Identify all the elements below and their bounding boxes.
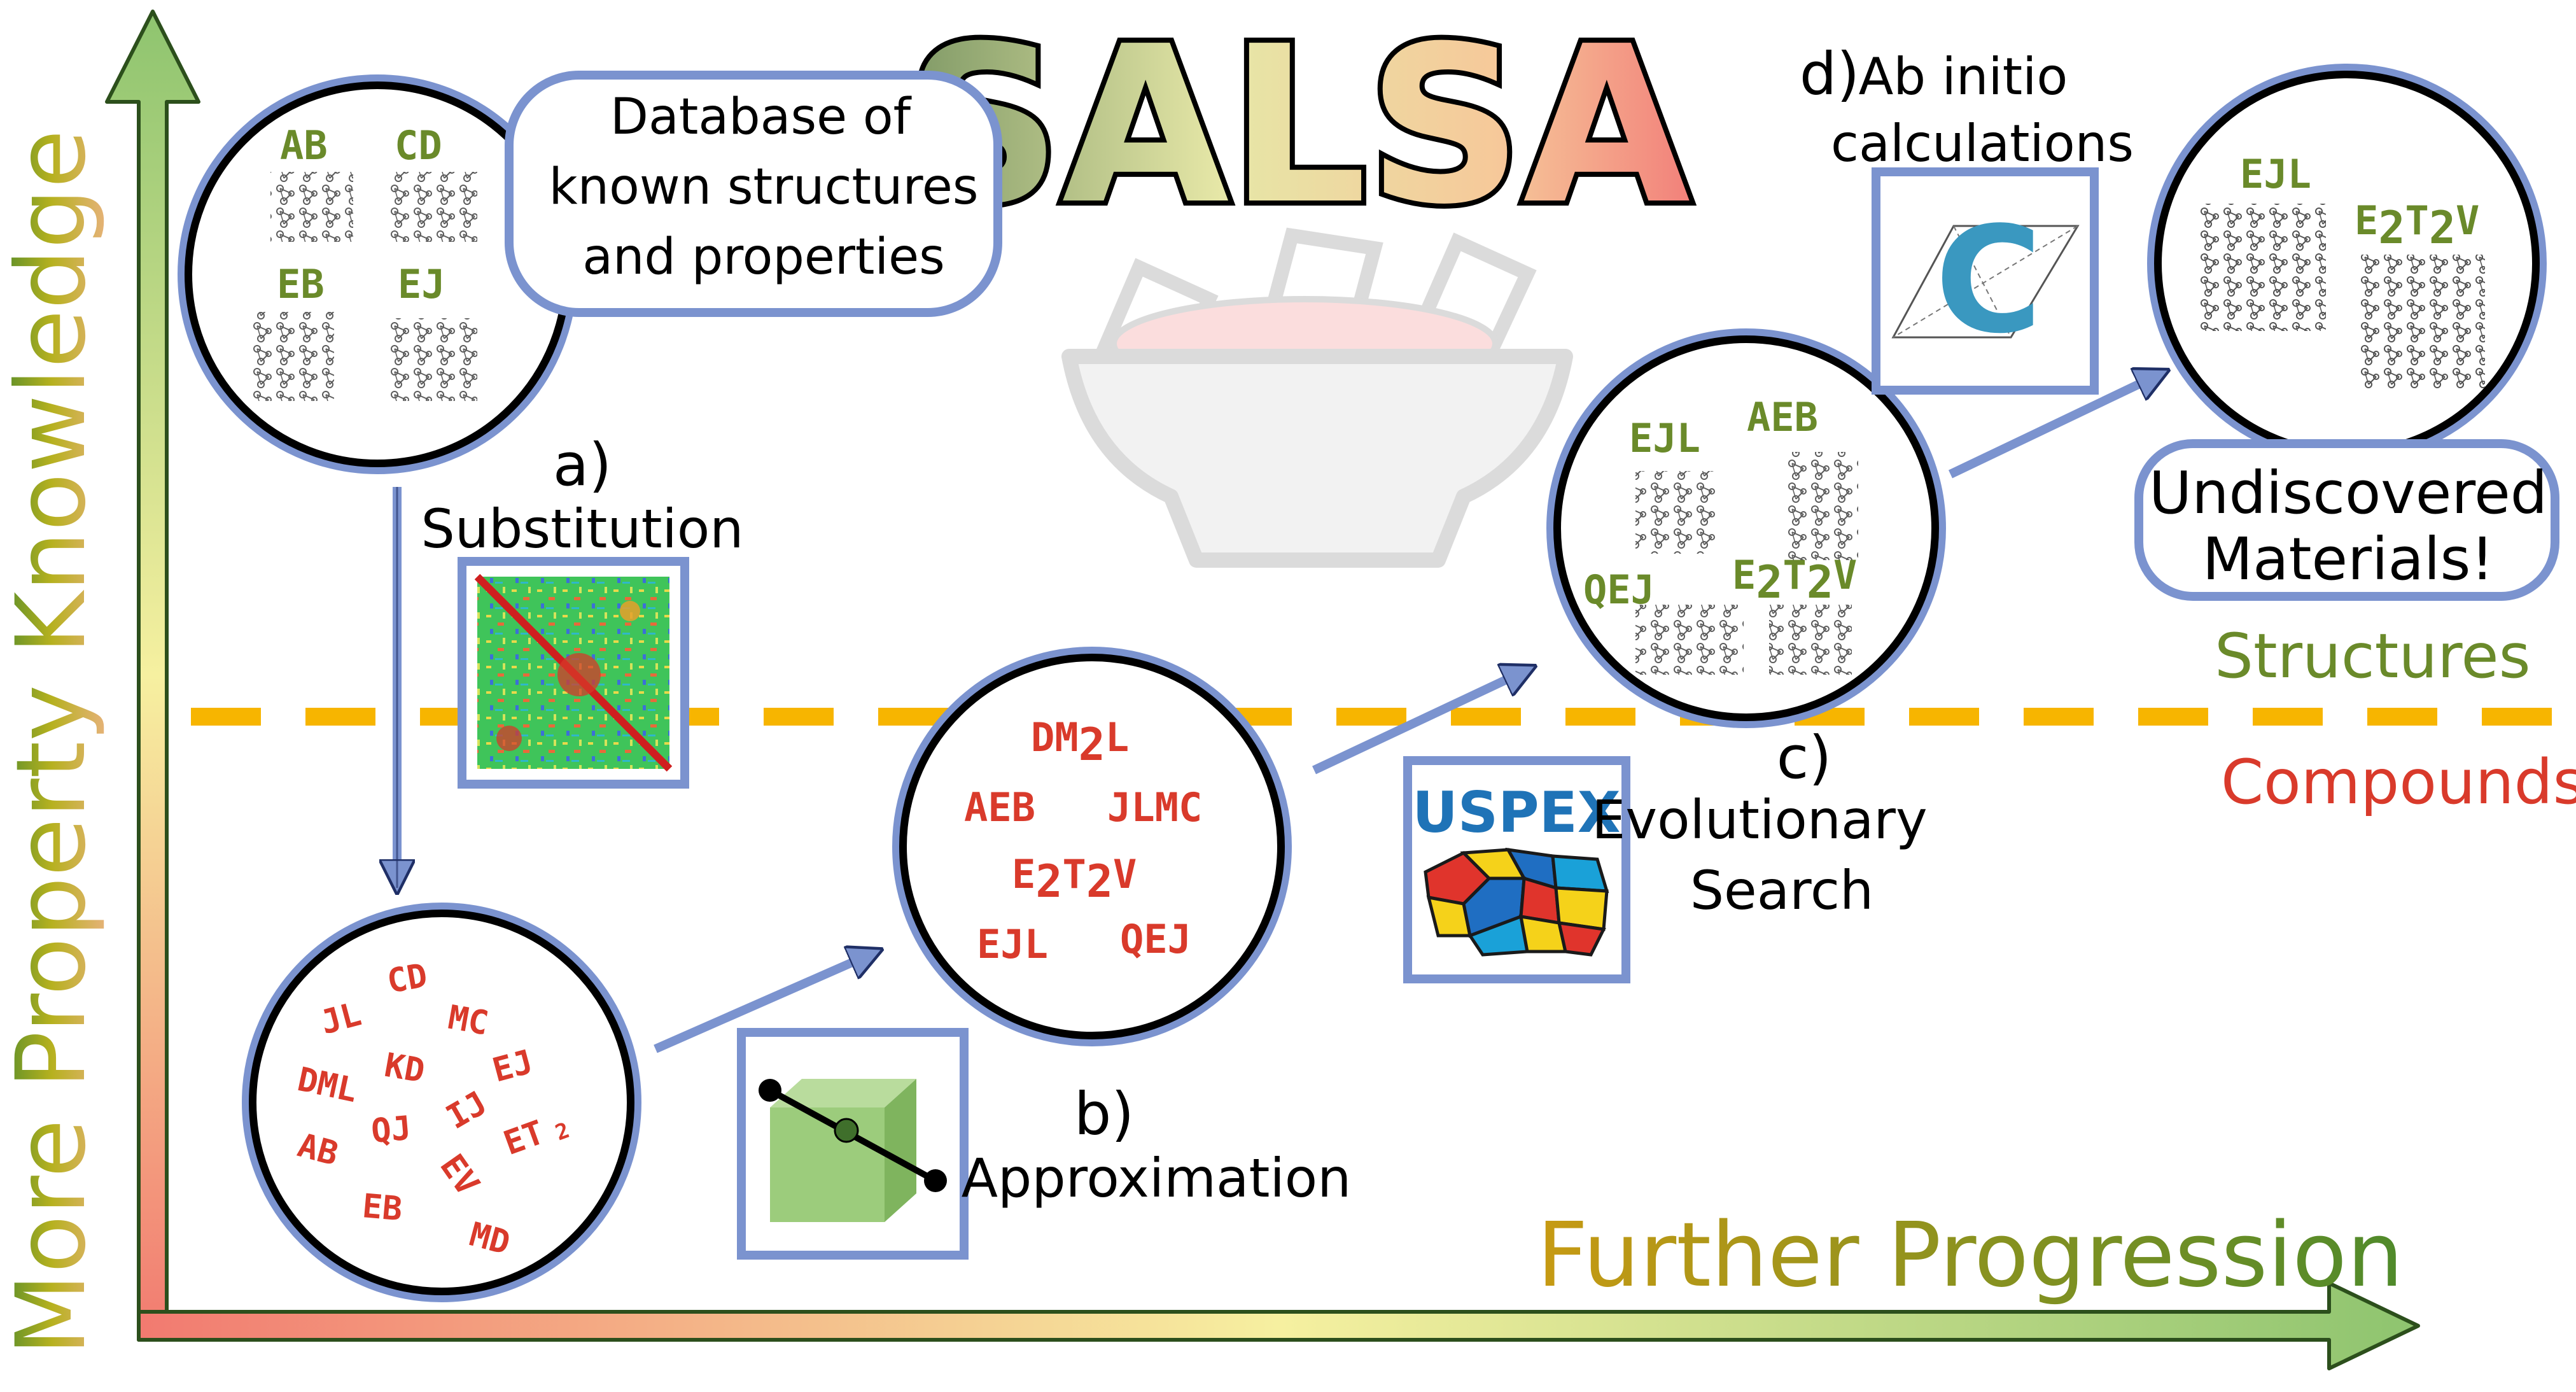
approx-e2t2v-sub1: 2 xyxy=(1035,855,1062,908)
approximation-cube-icon xyxy=(737,1028,969,1260)
final-structure-e2t2v xyxy=(2358,255,2485,388)
approx-dm2l-a: DM xyxy=(1031,714,1079,761)
struct-e2t2v-sub1: 2 xyxy=(1756,556,1782,608)
compound-mc: MC xyxy=(445,999,491,1043)
compound-kd: KD xyxy=(382,1046,428,1091)
ab-initio-icon-letter: C xyxy=(1935,196,2043,366)
db-structure-cd xyxy=(388,172,477,242)
struct-e2t2v-e: E xyxy=(1732,552,1756,598)
struct-aeb: AEB xyxy=(1747,394,1818,440)
substitution-matrix-icon xyxy=(458,557,689,789)
step-b-label: Approximation xyxy=(962,1147,1352,1209)
step-c-label-line1: Evolutionary xyxy=(1592,789,1927,851)
y-axis-label: More Property Knowledge xyxy=(0,130,107,1356)
step-c-letter: c) xyxy=(1777,724,1831,792)
arrow-approximation xyxy=(654,952,877,1053)
svg-text:DM2L: DM2L xyxy=(1031,714,1129,771)
approx-e2t2v-sub2: 2 xyxy=(1086,855,1113,908)
step-d-label-line1: Ab initio xyxy=(1859,47,2068,106)
undiscovered-materials-box: Undiscovered Materials! xyxy=(2134,439,2559,601)
db-label-eb: EB xyxy=(277,261,325,307)
arrow-ab-initio xyxy=(1948,372,2164,479)
database-box-line2: known structures xyxy=(549,158,979,216)
approx-jlmc: JLMC xyxy=(1107,784,1202,831)
approx-qej: QEJ xyxy=(1120,916,1191,962)
approx-ejl: EJL xyxy=(977,921,1048,967)
salsa-bowl-icon xyxy=(1061,227,1573,568)
struct-ejl: EJL xyxy=(1629,415,1700,461)
approx-dm2l-sub: 2 xyxy=(1079,719,1105,771)
uspex-logo-text: USPEX xyxy=(1412,780,1620,845)
db-label-ej: EJ xyxy=(398,261,445,307)
compounds-circle: CD JL MC KD DML EJ IJ QJ AB EV ET 2 EB M… xyxy=(242,903,641,1302)
database-box-line1: Database of xyxy=(610,88,912,146)
ab-initio-calculation-icon: C xyxy=(1872,167,2099,395)
approx-aeb: AEB xyxy=(964,784,1035,831)
approx-e2t2v-v: V xyxy=(1113,851,1137,897)
step-d-letter: d) xyxy=(1800,40,1859,108)
final-e2t2v-e: E xyxy=(2355,197,2378,244)
approximated-compounds-circle: DM2L AEB JLMC E2T2V EJL QEJ xyxy=(892,647,1292,1046)
compound-cd: CD xyxy=(384,957,430,1001)
final-structure-ejl xyxy=(2199,204,2326,331)
struct-e2t2v-sub2: 2 xyxy=(1807,556,1833,608)
step-d-label-line2: calculations xyxy=(1831,114,2134,173)
database-box: Database of known structures and propert… xyxy=(505,71,1002,317)
struct-structure-ejl xyxy=(1635,471,1718,554)
database-box-line3: and properties xyxy=(582,228,945,286)
compound-eb: EB xyxy=(361,1187,404,1228)
uspex-logo-icon: USPEX xyxy=(1403,756,1630,983)
undiscovered-line1: Undiscovered xyxy=(2149,459,2547,527)
region-compounds-label: Compounds xyxy=(2221,747,2576,818)
db-label-ab: AB xyxy=(280,122,328,169)
svg-text:E2T2V: E2T2V xyxy=(2355,197,2479,254)
db-label-cd: CD xyxy=(395,122,442,169)
x-axis xyxy=(137,1281,2420,1370)
step-a-label: Substitution xyxy=(421,498,744,560)
step-a-letter: a) xyxy=(553,431,612,499)
step-b-letter: b) xyxy=(1074,1080,1134,1148)
x-axis-label: Further Progression xyxy=(1537,1204,2404,1307)
approx-e2t2v-t: T xyxy=(1062,851,1086,897)
step-c-label-line2: Search xyxy=(1690,859,1874,922)
approx-dm2l-b: L xyxy=(1105,714,1129,761)
title-salsa: SALSA xyxy=(906,0,1692,252)
final-e2t2v-sub1: 2 xyxy=(2378,202,2405,254)
final-e2t2v-t: T xyxy=(2405,197,2428,244)
struct-structure-e2t2v xyxy=(1769,605,1852,675)
compound-qj: QJ xyxy=(370,1109,413,1151)
arrow-evolutionary-search xyxy=(1312,668,1530,775)
y-axis xyxy=(105,10,200,1342)
db-structure-ab xyxy=(270,172,353,242)
database-circle: AB CD EB EJ xyxy=(178,74,577,474)
undiscovered-materials-circle: EJL E2T2V xyxy=(2147,64,2547,463)
struct-structure-aeb xyxy=(1788,452,1858,560)
region-structures-label: Structures xyxy=(2215,621,2531,692)
final-ejl: EJL xyxy=(2240,151,2311,197)
struct-structure-qej xyxy=(1635,605,1744,675)
predicted-structures-circle: EJL AEB QEJ E2T2V xyxy=(1546,328,1946,728)
db-structure-ej xyxy=(388,318,477,401)
final-e2t2v-sub2: 2 xyxy=(2429,202,2456,254)
svg-text:E2T2V: E2T2V xyxy=(1012,851,1137,908)
approx-e2t2v-e: E xyxy=(1012,851,1035,897)
final-e2t2v-v: V xyxy=(2456,197,2479,244)
undiscovered-line2: Materials! xyxy=(2202,525,2495,593)
db-structure-eb xyxy=(251,312,334,401)
